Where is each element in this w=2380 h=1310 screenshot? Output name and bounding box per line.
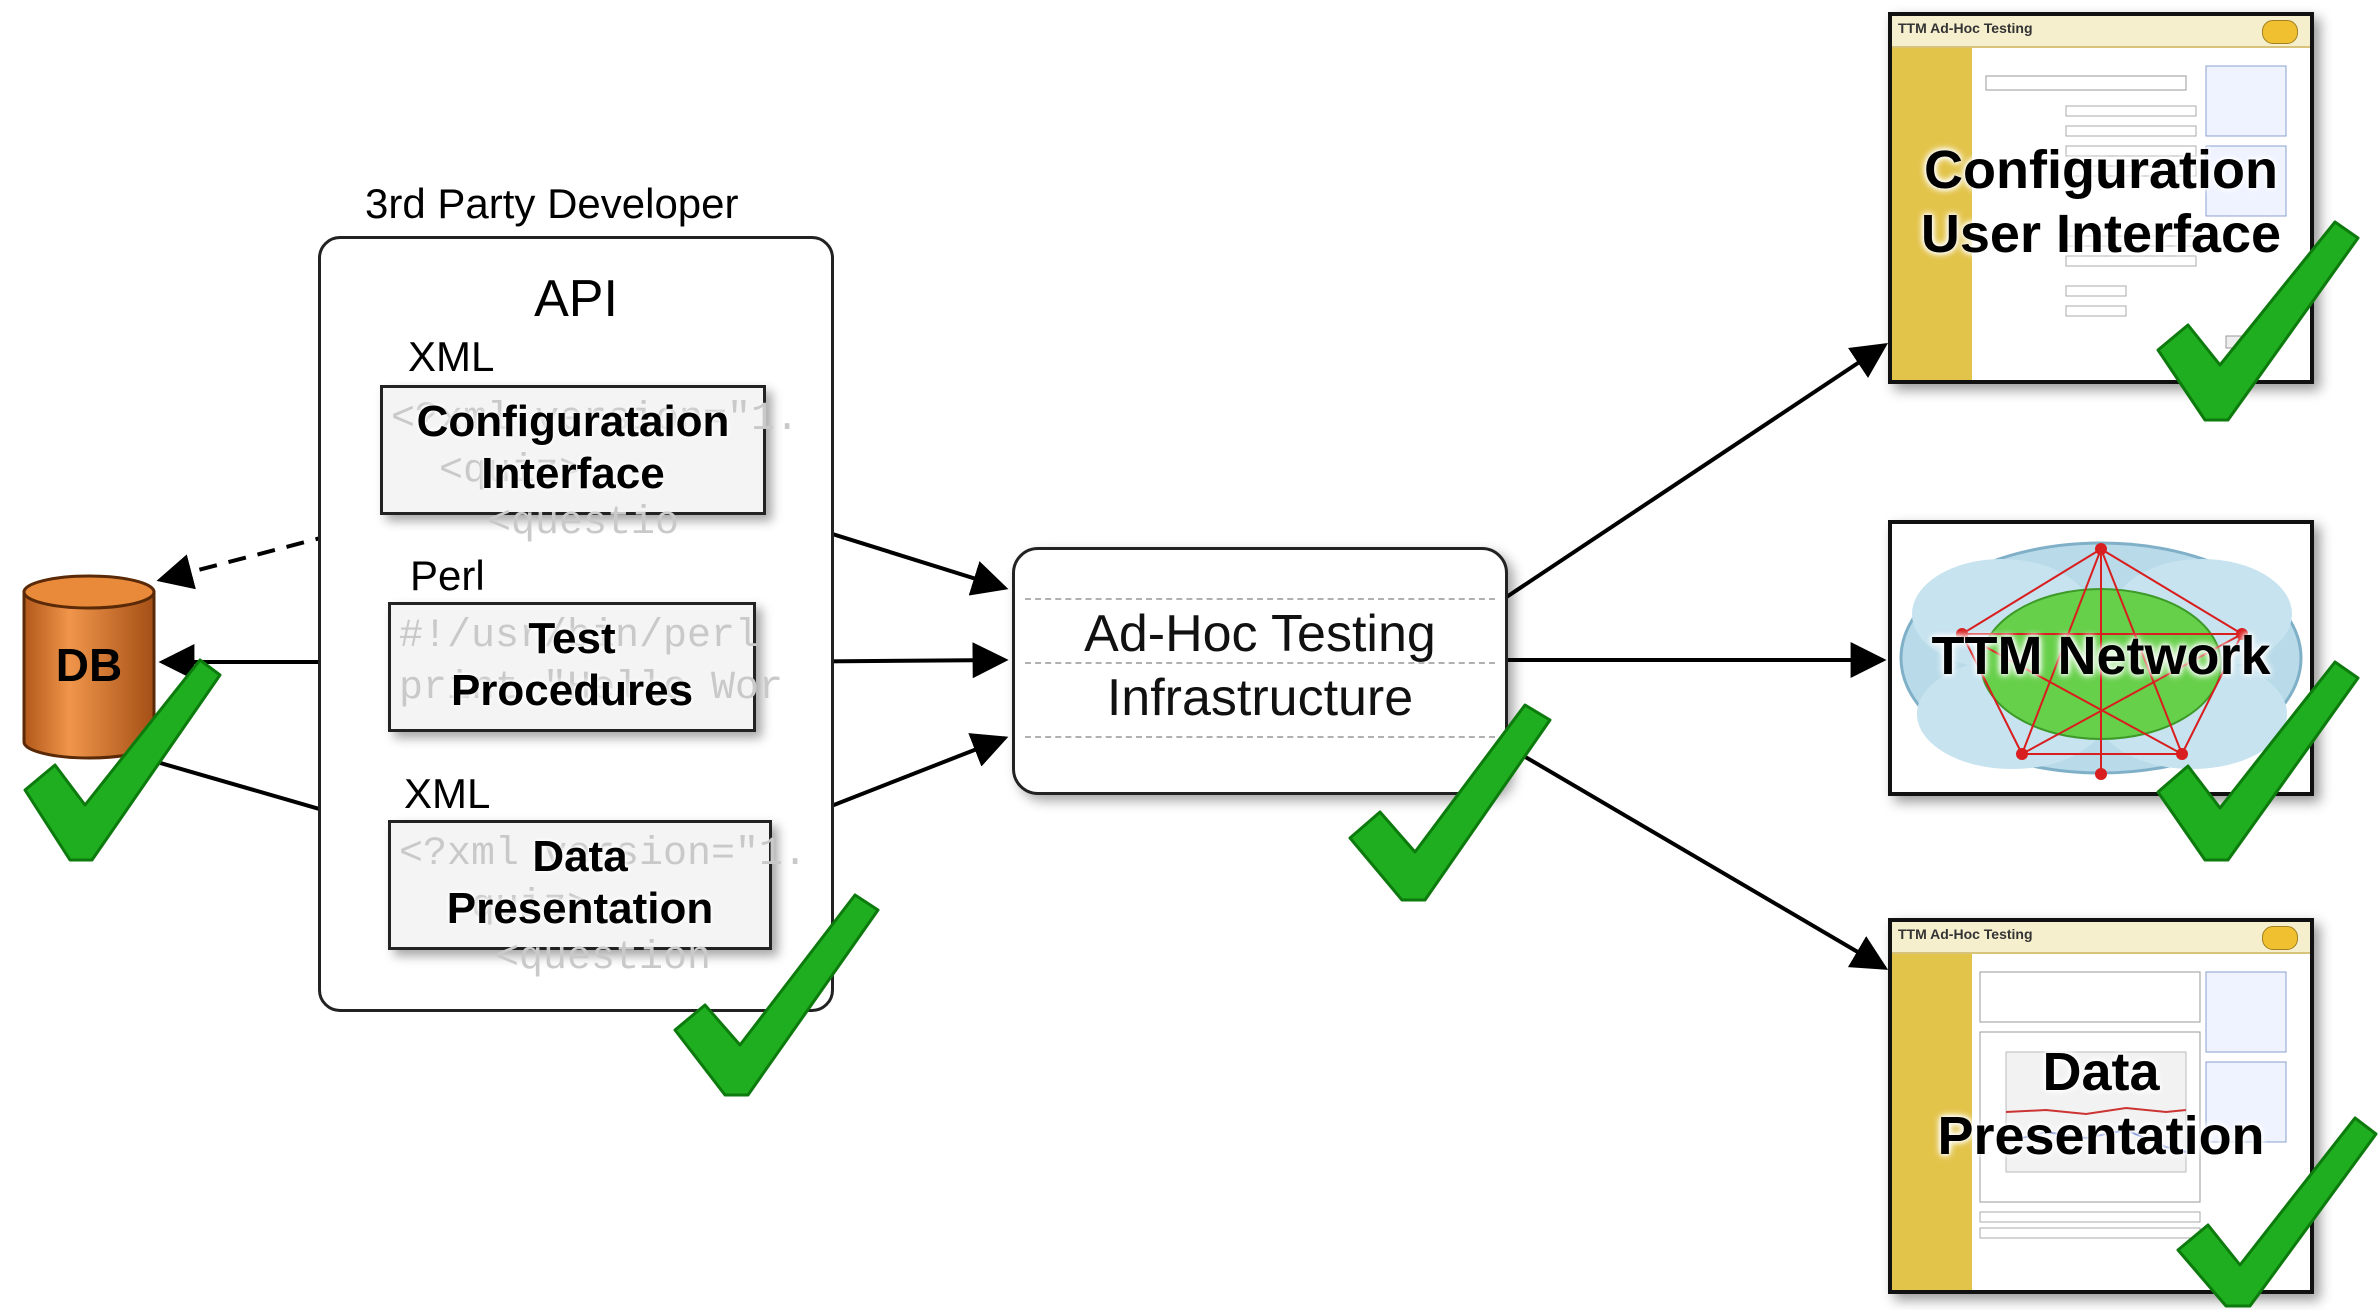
infra-divider — [1025, 598, 1495, 600]
ttm-network-image: TTM Network — [1888, 520, 2314, 796]
test-format-label: Perl — [410, 552, 485, 599]
config-format-label: XML — [408, 333, 495, 380]
data-code-snippet: <?xml version="1. <quiz> <question — [399, 832, 808, 981]
api-label: API — [534, 270, 618, 328]
ripe-logo-icon — [2262, 20, 2298, 44]
data-format-label: XML — [404, 770, 491, 817]
screenshot-header — [1892, 922, 2310, 954]
infra-divider — [1025, 736, 1495, 738]
checkmark-icon-network — [2156, 660, 2360, 862]
configuration-interface-box: <?xml version="1. <quiz> <questio Config… — [380, 385, 799, 546]
arrow-infra-to-data-ui — [1503, 743, 1889, 970]
screenshot-app-title: TTM Ad-Hoc Testing — [1898, 20, 2033, 36]
ripe-logo-icon — [2262, 926, 2298, 950]
screenshot-header — [1892, 16, 2310, 48]
third-party-developer-label: 3rd Party Developer — [365, 180, 739, 227]
config-code-snippet: <?xml version="1. <quiz> <questio — [391, 397, 800, 546]
test-code-snippet: #!/usr/bin/perl print "Hello Wor — [399, 614, 784, 711]
database: DB — [20, 572, 158, 762]
database-label: DB — [55, 639, 123, 691]
network-map-illustration — [1899, 541, 2303, 780]
infra-divider — [1025, 662, 1495, 664]
checkmark-icon-data-ui — [2176, 1116, 2378, 1308]
network-overlay-label: TTM Network — [1931, 626, 2271, 686]
checkmark-icon-api — [673, 893, 880, 1097]
checkmark-icon-db — [23, 658, 222, 862]
checkmark-icon-infra — [1348, 703, 1552, 902]
screenshot-sidebar — [1892, 48, 1972, 380]
screenshot-app-title: TTM Ad-Hoc Testing — [1898, 926, 2033, 942]
report-mockup — [1979, 971, 2287, 1239]
checkmark-icon-config-ui — [2156, 220, 2360, 422]
arrow-infra-to-config-ui — [1503, 343, 1888, 600]
form-mockup — [1985, 65, 2287, 349]
screenshot-sidebar — [1892, 954, 1972, 1290]
